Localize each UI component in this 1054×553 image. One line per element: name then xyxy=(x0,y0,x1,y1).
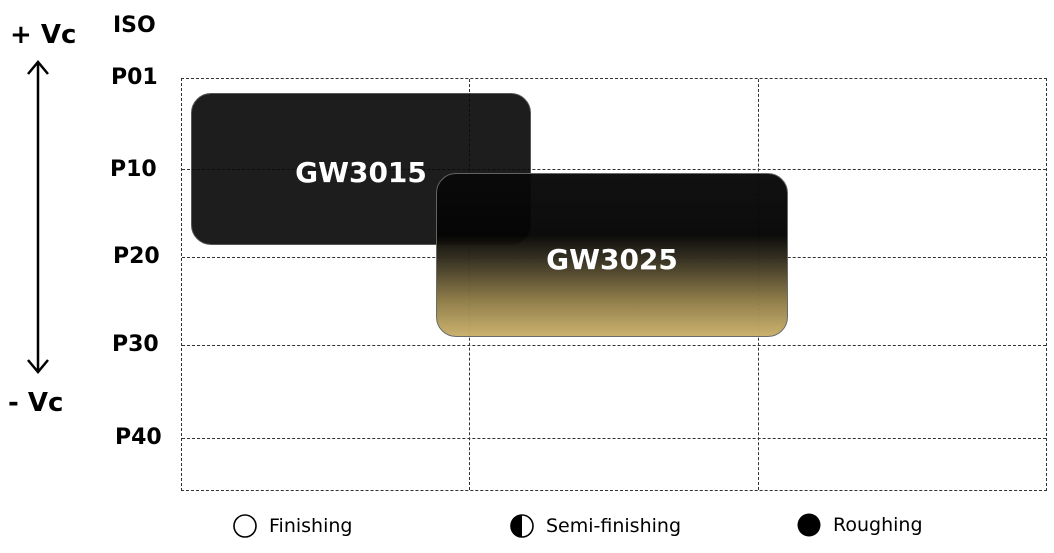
plus-vc-label: + Vc xyxy=(10,20,77,50)
half-circle-icon xyxy=(510,514,534,538)
iso-level-p40: P40 xyxy=(115,425,162,450)
minus-vc-label: - Vc xyxy=(8,388,64,418)
empty-circle-icon xyxy=(233,514,257,538)
grade-box-gw3015: GW3015 xyxy=(191,93,531,245)
vertical-double-arrow-icon xyxy=(27,60,49,374)
grade-label-gw3015: GW3015 xyxy=(295,155,427,189)
legend-label-semi-finishing: Semi-finishing xyxy=(546,515,682,537)
filled-circle-icon xyxy=(797,513,821,537)
iso-level-p20: P20 xyxy=(113,244,160,269)
iso-level-p10: P10 xyxy=(110,157,157,182)
grid-line-p10 xyxy=(182,169,1046,170)
grid-line-p40 xyxy=(182,438,1046,439)
grade-box-gw3025: GW3025 xyxy=(436,173,788,337)
legend-item-roughing: Roughing xyxy=(797,513,923,537)
legend-label-finishing: Finishing xyxy=(269,515,353,537)
legend-item-semi-finishing: Semi-finishing xyxy=(510,514,681,538)
legend-label-roughing: Roughing xyxy=(833,514,923,536)
iso-level-p01: P01 xyxy=(111,65,158,90)
grade-label-gw3025: GW3025 xyxy=(546,242,678,276)
legend-item-finishing: Finishing xyxy=(233,514,352,538)
iso-level-p30: P30 xyxy=(112,332,159,357)
grid-line-p30 xyxy=(182,345,1046,346)
iso-header: ISO xyxy=(113,13,156,38)
